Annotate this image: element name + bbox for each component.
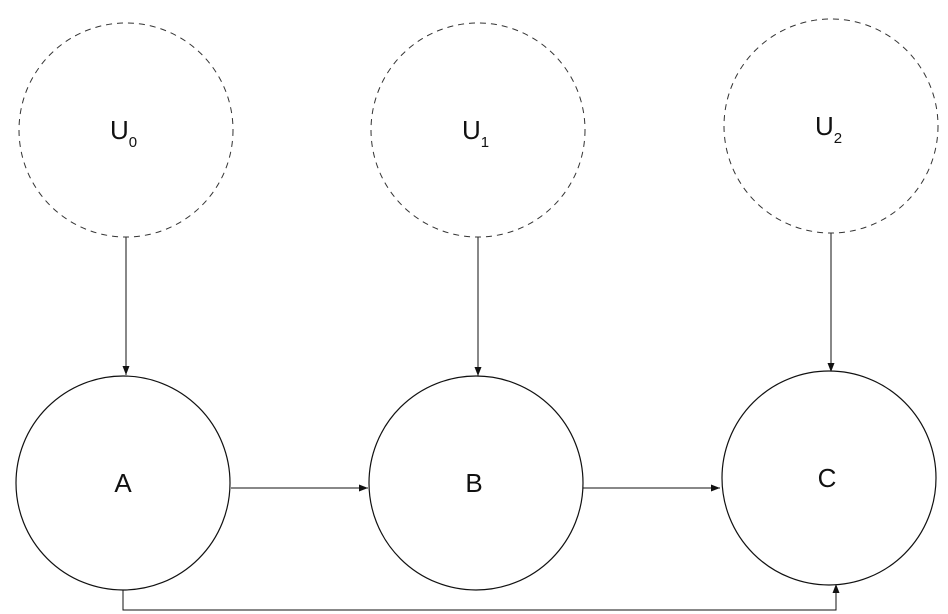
- latent-node-u0: U0: [18, 22, 234, 238]
- node-b-label: B: [465, 468, 482, 498]
- node-c: C: [721, 370, 937, 586]
- latent-node-u2-circle: [723, 18, 939, 234]
- edges: [122, 233, 840, 611]
- node-c-circle: [721, 370, 937, 586]
- latent-node-u1: U1: [370, 22, 586, 238]
- latent-node-u1-label: U1: [462, 115, 489, 151]
- node-b-circle: [368, 375, 584, 591]
- latent-node-u0-label: U0: [110, 115, 137, 151]
- latent-node-u0-circle: [18, 22, 234, 238]
- node-b: B: [368, 375, 584, 591]
- edge-a-to-c: [122, 584, 840, 611]
- node-a-label: A: [114, 468, 132, 498]
- latent-node-u2: U2: [723, 18, 939, 234]
- latent-node-u2-label: U2: [815, 111, 842, 147]
- node-c-label: C: [818, 463, 837, 493]
- node-a: A: [15, 375, 231, 591]
- node-a-circle: [15, 375, 231, 591]
- latent-node-u1-circle: [370, 22, 586, 238]
